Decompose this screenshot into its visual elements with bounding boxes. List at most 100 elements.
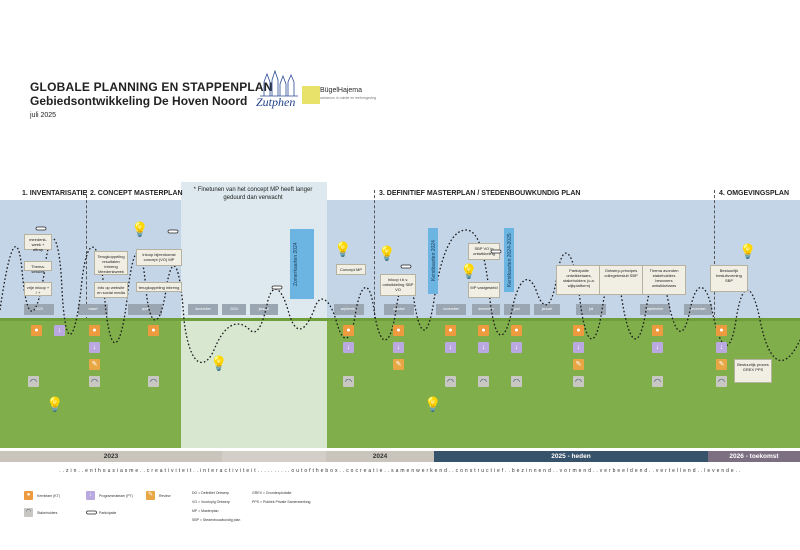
participation-icon (35, 226, 47, 231)
month-label: april (128, 304, 162, 315)
legend-abbr: SBP = Stedenbouwkundig plan (192, 518, 241, 522)
card-inloop-concept-mp: Inloop bijeenkomst concept (VO) MP (136, 249, 182, 266)
legend-stakeholders-label: Stakeholders (37, 511, 58, 515)
month-label: september (334, 304, 364, 315)
kernteam-icon: ● (511, 325, 522, 336)
phase-3-label: 3. DEFINITIEF MASTERPLAN / STEDENBOUWKUN… (379, 190, 581, 197)
card-meedenk-week: meedenk-week + aftrap (24, 234, 52, 252)
card-participatie: Participatie ontwikkelaars, stakeholders… (556, 265, 602, 295)
page-subtitle: Gebiedsontwikkeling De Hoven Noord (30, 94, 248, 108)
bugelhajema-logo: BügelHajema adviseurs in ruimte en leefo… (302, 82, 382, 110)
stakeholders-icon: ◠ (652, 376, 663, 387)
stakeholders-icon: ◠ (511, 376, 522, 387)
phase-divider (374, 190, 375, 320)
bugelhajema-logo-square (302, 86, 320, 104)
month-label: december (188, 304, 218, 315)
legend-review-label: Review (159, 494, 171, 498)
kernteam-icon: ● (716, 325, 727, 336)
phase-divider (714, 190, 715, 320)
card-terugkoppeling-meedenkweek: Terugkoppeling resultaten inbreng Meeden… (94, 251, 128, 275)
legend-programmateam-label: Programmateam (PT) (99, 494, 133, 498)
kernteam-icon: ● (89, 325, 100, 336)
programmateam-icon: ↓ (89, 342, 100, 353)
month-label: juli (576, 304, 606, 315)
programmateam-icon: ↓ (478, 342, 489, 353)
card-info-website: Info op website en social media (94, 282, 128, 298)
card-bestuurlijk-proces: Bestuurlijk proces GREX PPS (734, 359, 772, 383)
review-icon: ✎ (716, 359, 727, 370)
lightbulb-icon: 💡 (210, 355, 228, 371)
lower-band (0, 320, 800, 448)
legend-kernteam-icon: ● (24, 491, 33, 500)
bugelhajema-logo-tagline: adviseurs in ruimte en leefomgeving (320, 96, 377, 100)
stakeholders-icon: ◠ (445, 376, 456, 387)
phase-4-label: 4. OMGEVINGSPLAN (719, 190, 790, 197)
programmateam-icon: ↓ (393, 342, 404, 353)
card-concept-mp: Concept MP (336, 264, 366, 275)
year-2026: 2026 - toekomst (708, 451, 800, 462)
month-label: 2024 (222, 304, 246, 315)
card-mp-vastgesteld: MP vastgesteld (468, 282, 500, 298)
kernteam-icon: ● (573, 325, 584, 336)
month-label: oktober (384, 304, 414, 315)
participation-icon (400, 264, 412, 269)
bugelhajema-logo-text: BügelHajema (320, 87, 363, 94)
legend-abbr: DO = Definitief Ontwerp (192, 491, 230, 495)
timeline-line (0, 318, 800, 321)
values-ribbon: . . z i n . . e n t h o u s i a s m e . … (59, 468, 741, 474)
programmateam-icon: ↓ (716, 342, 727, 353)
kernteam-icon: ● (478, 325, 489, 336)
stakeholders-icon: ◠ (148, 376, 159, 387)
month-label: 2023 (24, 304, 54, 315)
year-2024: 2024 (326, 451, 434, 462)
legend-abbr: GREX = Grondexploitatie (252, 491, 292, 495)
stakeholders-icon: ◠ (573, 376, 584, 387)
stakeholders-icon: ◠ (343, 376, 354, 387)
phase-2-label: 2. CONCEPT MASTERPLAN (90, 190, 183, 197)
date-label: juli 2025 (30, 112, 57, 119)
card-thema-avonden: Thema avonden stakeholders bewoners ontw… (642, 265, 686, 295)
programmateam-icon: ↓ (652, 342, 663, 353)
month-strip: 2023 maart april december 2024 januari s… (0, 304, 800, 316)
kernteam-icon: ● (31, 325, 42, 336)
legend-participation-label: Participatie (99, 511, 117, 515)
review-icon: ✎ (573, 359, 584, 370)
year-2025: 2025 - heden (434, 451, 708, 462)
participation-icon (271, 285, 283, 290)
lightbulb-icon: 💡 (424, 396, 442, 412)
legend-abbr: VO = Voorlopig Ontwerp (192, 500, 230, 504)
month-label: maart (78, 304, 108, 315)
top-strip-right (327, 184, 800, 200)
review-icon: ✎ (89, 359, 100, 370)
lightbulb-icon: 💡 (334, 241, 352, 257)
review-icon: ✎ (393, 359, 404, 370)
lightbulb-icon: 💡 (131, 221, 149, 237)
legend-abbr: MP = Masterplan (192, 509, 219, 513)
phase-1-label: 1. INVENTARISATIE (22, 190, 88, 197)
kernteam-icon: ● (445, 325, 456, 336)
month-label: januari (250, 304, 278, 315)
legend-stakeholders-icon: ◠ (24, 508, 33, 517)
stakeholders-icon: ◠ (716, 376, 727, 387)
card-sbp-vo: SBP VO in ontwikkeling (468, 243, 500, 260)
stakeholders-icon: ◠ (89, 376, 100, 387)
lightbulb-icon: 💡 (739, 243, 757, 259)
year-2023: 2023 (0, 451, 222, 462)
legend-abbr: PPS = Publiek Private Samenwerking (252, 500, 311, 504)
stakeholders-icon: ◠ (28, 376, 39, 387)
kernteam-icon: ● (343, 325, 354, 336)
card-terugkoppeling-inbreng: terugkoppeling inbreng (136, 282, 182, 292)
delay-note: * Finetunen van het concept MP heeft lan… (193, 187, 313, 202)
delay-highlight-lower (181, 320, 327, 448)
lightbulb-icon: 💡 (460, 263, 478, 279)
card-thema-sessies: Thema-sessies (24, 261, 52, 274)
month-label: juni (504, 304, 530, 315)
programmateam-icon: ↓ (54, 325, 65, 336)
card-besluitvorming-sbp: Bestuurlijk besluitvorming SBP (710, 265, 748, 292)
programmateam-icon: ↓ (511, 342, 522, 353)
programmateam-icon: ↓ (445, 342, 456, 353)
legend-programmateam-icon: ↓ (86, 491, 95, 500)
kernteam-icon: ● (652, 325, 663, 336)
participation-markers (35, 226, 502, 290)
year-2023-highlight (222, 451, 326, 462)
